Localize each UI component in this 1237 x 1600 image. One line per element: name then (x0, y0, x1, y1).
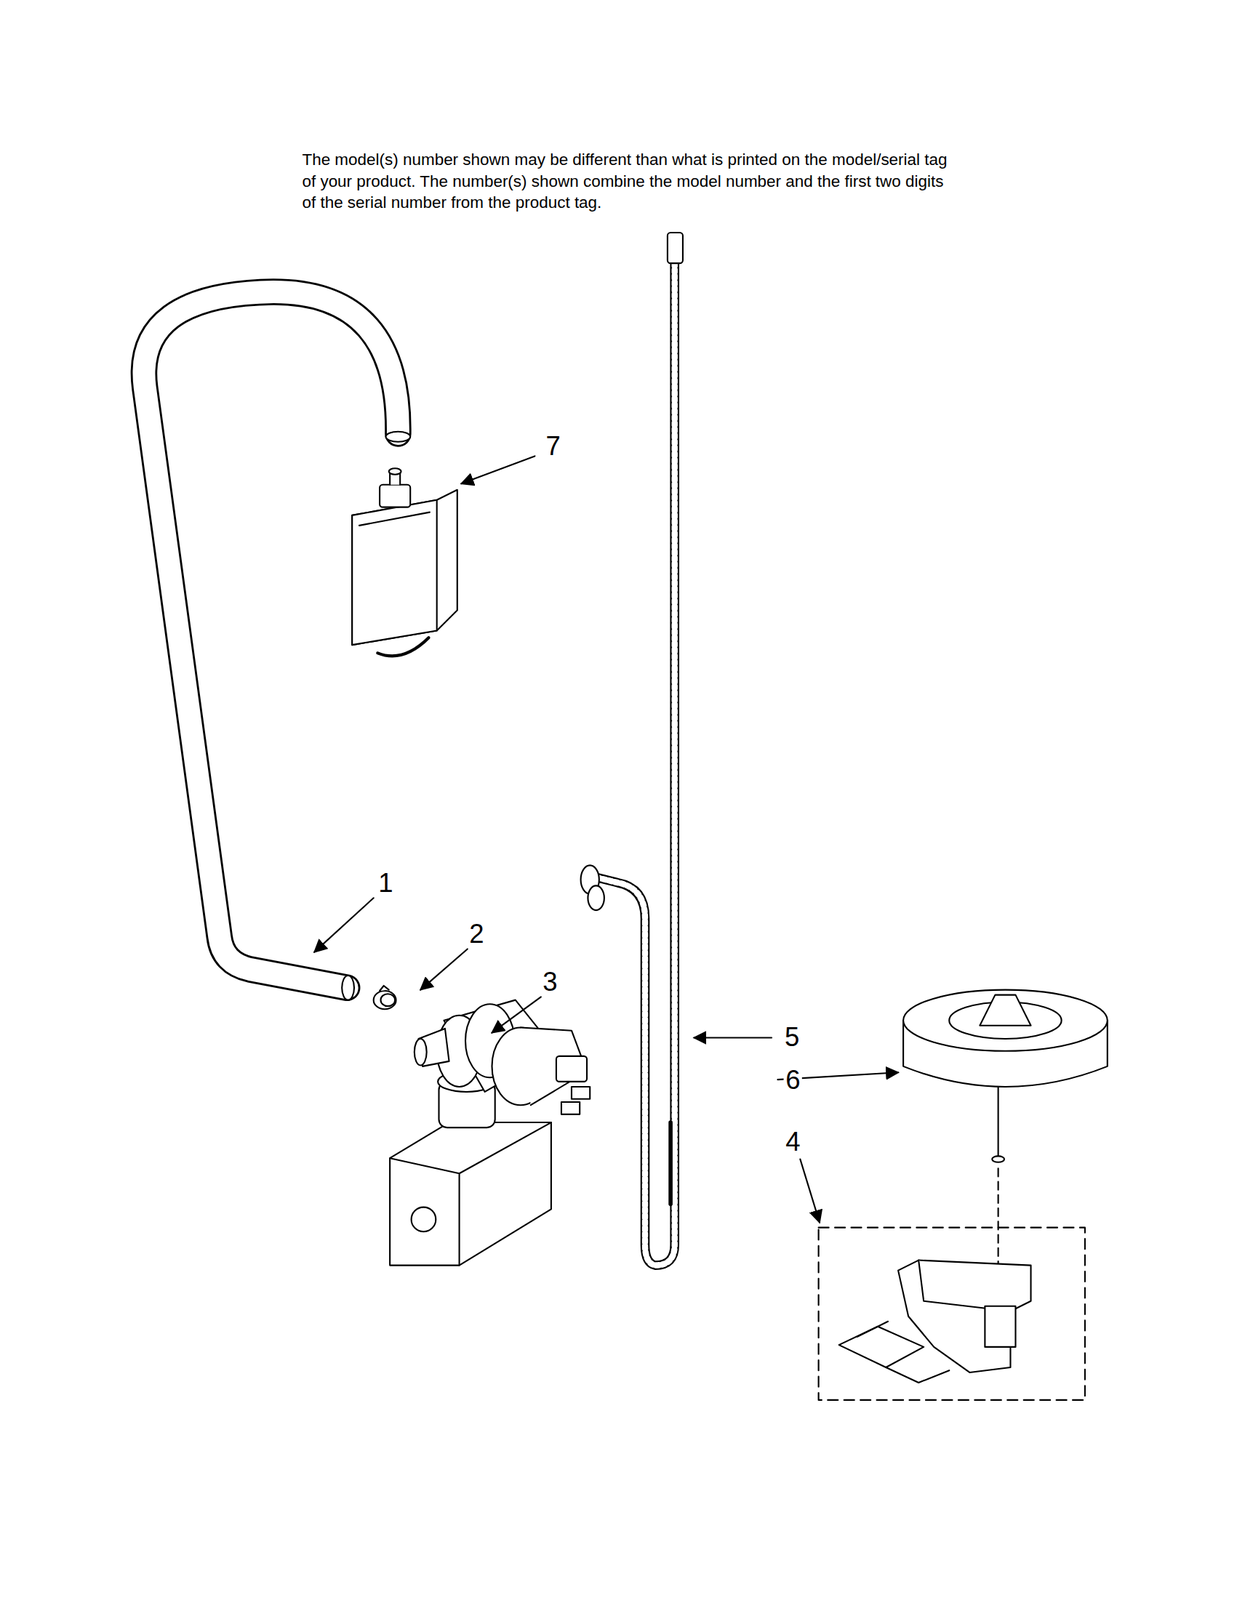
callout-number: 4 (783, 1127, 803, 1157)
drain-hose (143, 291, 411, 1000)
note-text: The model(s) number shown may be differe… (301, 149, 955, 214)
callout-number: 1 (376, 869, 396, 898)
callout-number: 2 (466, 919, 486, 949)
callout-number: 7 (543, 431, 563, 461)
wire-harness (581, 232, 683, 1267)
leader-arrows (314, 455, 899, 1223)
float (903, 990, 1108, 1307)
callout-number: 6 (783, 1065, 803, 1094)
callout-number: 3 (541, 967, 560, 997)
hose-clamp (373, 986, 397, 1010)
water-valve (389, 1000, 590, 1267)
callout-number: 5 (782, 1023, 802, 1052)
vent-box (351, 468, 458, 656)
float-switch (818, 1228, 1086, 1401)
